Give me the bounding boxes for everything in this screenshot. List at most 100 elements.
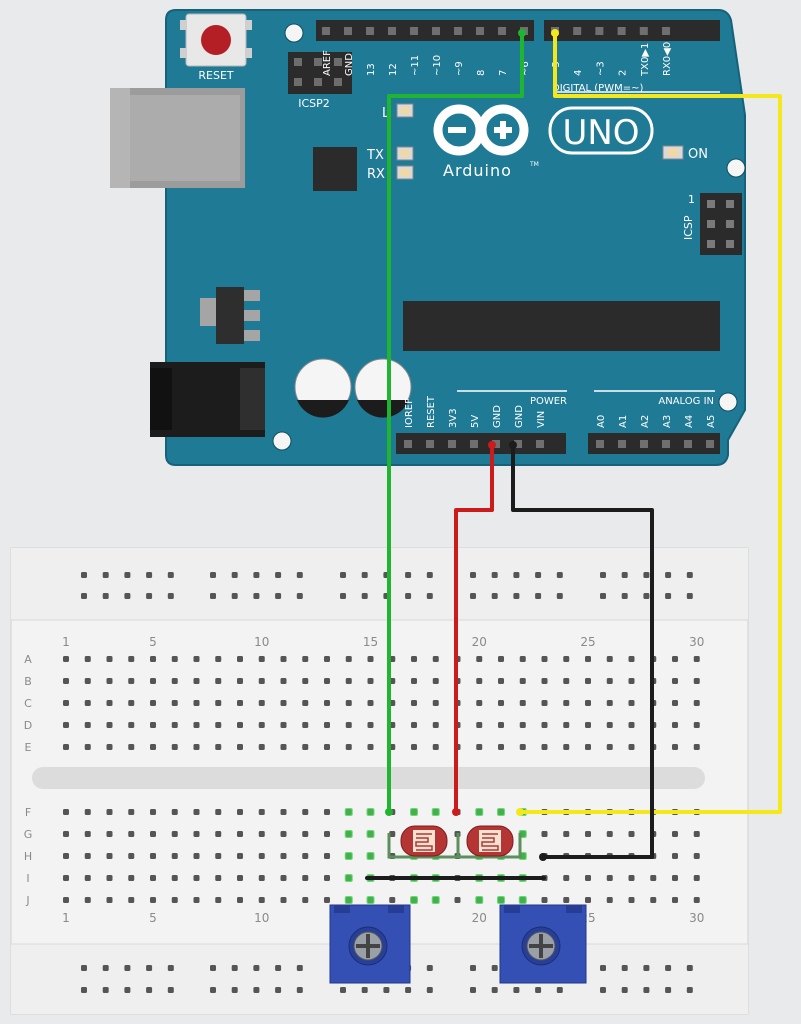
breadboard-hole <box>476 700 483 706</box>
digital-pin-hole <box>617 27 626 35</box>
digital-label: DIGITAL (PWM=~) <box>552 83 643 94</box>
breadboard-hole <box>258 875 265 881</box>
rail-hole <box>167 965 174 971</box>
digital-pin-label: ~6 <box>520 61 531 76</box>
breadboard-hole <box>672 853 678 859</box>
breadboard-hole <box>128 897 135 903</box>
rail-hole <box>146 572 153 578</box>
power-label: POWER <box>530 396 567 407</box>
rail-hole <box>275 987 282 993</box>
led-on <box>662 145 684 160</box>
led-on-label: ON <box>688 147 708 162</box>
reset-button[interactable] <box>180 13 252 67</box>
breadboard-hole <box>585 700 591 706</box>
breadboard-hole <box>606 744 613 750</box>
breadboard-hole <box>476 678 483 684</box>
rail-hole <box>210 572 216 578</box>
rail-hole <box>556 593 563 599</box>
highlighted-hole <box>366 830 375 838</box>
breadboard-hole <box>150 744 156 750</box>
breadboard-hole <box>432 700 439 706</box>
breadboard-hole <box>498 678 504 684</box>
icsp-header <box>700 193 742 255</box>
digital-pin-label: TX0▶1 <box>640 43 651 77</box>
power-pin-hole <box>470 440 478 448</box>
breadboard-hole <box>519 656 526 662</box>
digital-pin-hole <box>322 27 330 35</box>
breadboard-hole <box>432 656 439 662</box>
rail-hole <box>146 987 153 993</box>
breadboard-hole <box>258 722 265 728</box>
analog-pin-label: A0 <box>596 415 607 428</box>
breadboard-hole <box>63 722 69 728</box>
analog-header <box>588 433 720 454</box>
rail-hole <box>470 572 476 578</box>
breadboard-hole <box>258 656 265 662</box>
digital-pin-label: ~3 <box>595 61 606 76</box>
digital-pin-hole <box>498 27 506 35</box>
digital-pin-hole <box>595 27 604 35</box>
breadboard-hole <box>171 744 178 750</box>
power-pin-label: 3V3 <box>448 408 459 428</box>
breadboard-hole <box>302 744 309 750</box>
row-letter: D <box>24 719 32 732</box>
breadboard-hole <box>63 831 69 837</box>
breadboard-hole <box>693 700 700 706</box>
rail-hole <box>491 987 498 993</box>
breadboard-hole <box>432 722 439 728</box>
breadboard-hole <box>63 875 69 881</box>
breadboard-hole <box>128 831 135 837</box>
breadboard-hole <box>585 722 591 728</box>
breadboard-hole <box>498 656 504 662</box>
breadboard-hole <box>193 656 200 662</box>
breadboard-hole <box>650 897 657 903</box>
highlighted-hole <box>518 896 527 904</box>
breadboard-hole <box>193 809 200 815</box>
breadboard-hole <box>302 722 309 728</box>
breadboard-hole <box>215 678 222 684</box>
rail-hole <box>146 593 153 599</box>
rail-hole <box>643 593 650 599</box>
breadboard-hole <box>215 809 222 815</box>
rail-hole <box>167 987 174 993</box>
rail-hole <box>556 987 563 993</box>
power-pin-label: 5V <box>470 415 481 428</box>
highlighted-hole <box>497 808 505 816</box>
breadboard-hole <box>324 897 330 903</box>
digital-pin-label: ~9 <box>454 61 465 76</box>
breadboard-hole <box>171 831 178 837</box>
rail-hole <box>621 987 628 993</box>
row-letter: B <box>24 675 32 688</box>
breadboard-hole <box>389 897 396 903</box>
analog-pin-hole <box>640 440 648 448</box>
rail-hole <box>231 965 238 971</box>
highlighted-hole <box>431 896 440 904</box>
icsp-label: ICSP <box>682 215 695 240</box>
column-number: 5 <box>149 911 157 925</box>
rail-hole <box>102 987 109 993</box>
breadboard-hole <box>650 875 657 881</box>
breadboard-hole <box>171 656 178 662</box>
breadboard-hole <box>106 875 113 881</box>
highlighted-hole <box>344 874 353 882</box>
breadboard-hole <box>193 722 200 728</box>
breadboard-hole <box>606 700 613 706</box>
row-letter: I <box>26 872 29 885</box>
breadboard-hole <box>84 831 91 837</box>
breadboard-hole <box>628 656 635 662</box>
digital-pin-label: 13 <box>366 63 377 76</box>
breadboard-hole <box>171 853 178 859</box>
rail-hole <box>426 572 433 578</box>
breadboard-hole <box>171 678 178 684</box>
breadboard-hole <box>106 809 113 815</box>
breadboard-hole <box>302 853 309 859</box>
breadboard-hole <box>128 656 135 662</box>
breadboard-hole <box>171 875 178 881</box>
highlighted-hole <box>344 896 353 904</box>
breadboard-hole <box>628 897 635 903</box>
power-pin-hole <box>404 440 412 448</box>
row-letter: J <box>25 894 29 907</box>
rail-hole <box>535 572 542 578</box>
breadboard-hole <box>367 678 374 684</box>
breadboard-hole <box>345 678 352 684</box>
